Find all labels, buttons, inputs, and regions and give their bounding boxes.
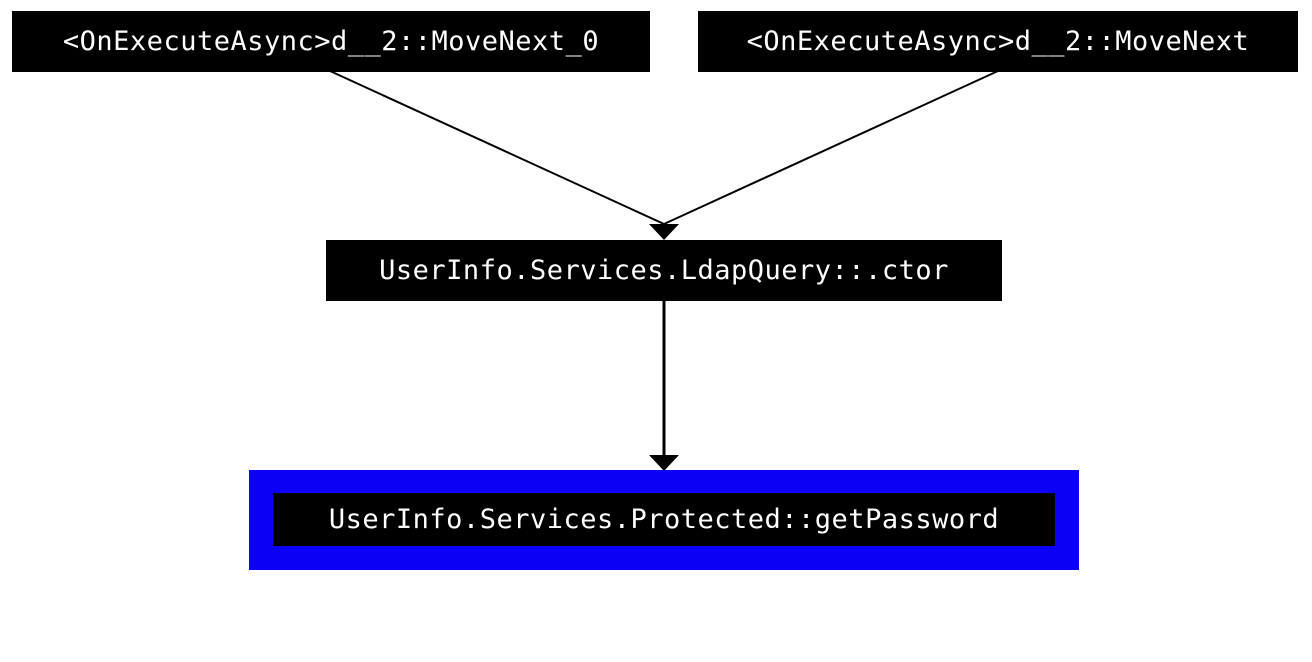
node-ldapquery-ctor[interactable]: UserInfo.Services.LdapQuery::.ctor [326, 240, 1002, 301]
node-label: <OnExecuteAsync>d__2::MoveNext_0 [62, 26, 600, 57]
node-label: UserInfo.Services.LdapQuery::.ctor [379, 255, 949, 286]
node-getpassword[interactable]: UserInfo.Services.Protected::getPassword [273, 493, 1055, 546]
arrowhead-into-ctor [649, 224, 679, 240]
node-movenext[interactable]: <OnExecuteAsync>d__2::MoveNext [698, 11, 1298, 72]
edge-movenext-to-ctor [663, 70, 999, 225]
edge-movenext0-to-ctor [329, 70, 665, 225]
arrowhead-into-getpassword [649, 455, 679, 471]
node-label: UserInfo.Services.Protected::getPassword [328, 504, 1000, 535]
node-movenext-0[interactable]: <OnExecuteAsync>d__2::MoveNext_0 [12, 11, 650, 72]
node-label: <OnExecuteAsync>d__2::MoveNext [746, 26, 1250, 57]
